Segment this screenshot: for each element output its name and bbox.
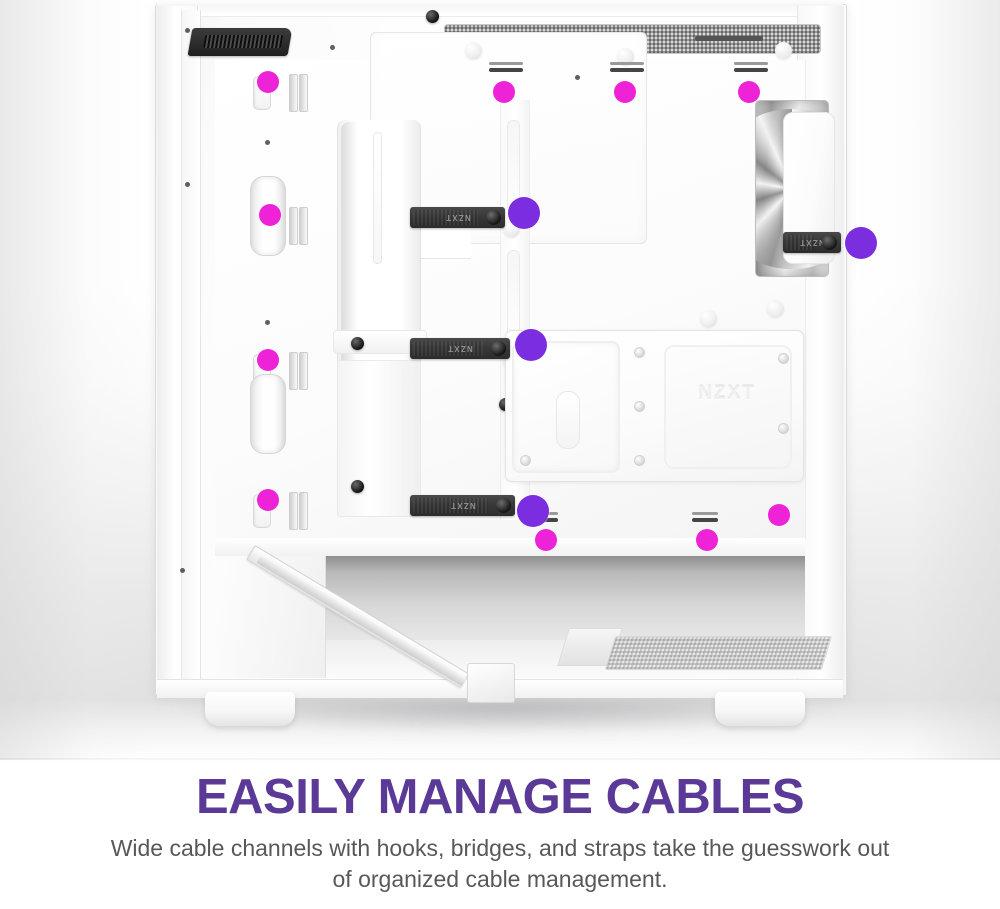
callout-dot-channel	[738, 81, 760, 103]
cable-hook-tab	[299, 352, 308, 390]
bracket-screw	[634, 401, 645, 412]
page-subtitle: Wide cable channels with hooks, bridges,…	[100, 833, 900, 894]
strap-brand-label: NZXT	[447, 344, 473, 353]
front-io-bracket	[187, 28, 293, 56]
strap-anchor-button	[496, 498, 511, 513]
strap-brand-label: NZXT	[799, 238, 825, 247]
callout-dot-hook	[259, 204, 281, 226]
cable-hook-tab	[289, 74, 298, 112]
cable-pass-through-slot	[250, 374, 286, 454]
subtitle-line-2: guesswork out of organized cable managem…	[332, 835, 890, 892]
vent-slot	[695, 36, 763, 41]
caption-block: EASILY MANAGE CABLES Wide cable channels…	[0, 760, 1000, 909]
tray-rivet	[575, 75, 580, 80]
bracket-screw	[634, 455, 645, 466]
bracket-foot	[467, 663, 515, 703]
callout-dot-strap	[515, 329, 547, 361]
tray-rivet	[185, 182, 190, 187]
tray-rivet	[265, 320, 270, 325]
case-foot	[715, 692, 805, 726]
subtitle-line-1: Wide cable channels with hooks, bridges,…	[110, 835, 735, 862]
tray-standoff	[465, 42, 482, 59]
caption-divider	[0, 758, 1000, 761]
pc-case-interior-photo: NZXT NZXT	[155, 0, 847, 726]
cable-routing-cutout	[734, 62, 768, 76]
bracket-bar-shadow	[256, 555, 467, 687]
bracket-logo-plate	[664, 345, 792, 469]
callout-dot-strap	[517, 495, 549, 527]
cable-hook-tab	[299, 74, 308, 112]
callout-dot-hook	[768, 504, 790, 526]
page-title: EASILY MANAGE CABLES	[195, 770, 805, 824]
callout-dot-hook	[257, 349, 279, 371]
strap-anchor-button	[486, 210, 501, 225]
bracket-screw	[778, 423, 789, 434]
case-front-inner-rail	[181, 10, 201, 686]
background-gradient-floor	[0, 700, 1000, 760]
cable-channel-lower-column	[337, 360, 421, 517]
strap-anchor-button	[491, 341, 506, 356]
bracket-window	[512, 341, 620, 473]
strap-brand-label: NZXT	[449, 501, 476, 510]
bracket-screw	[520, 455, 531, 466]
tray-strip-slot	[507, 250, 520, 340]
callout-dot-channel	[696, 529, 718, 551]
background-vignette-right	[850, 0, 1000, 760]
strap-brand-label: NZXT	[444, 213, 471, 222]
thumb-screw	[351, 480, 364, 493]
callout-dot-channel	[493, 81, 515, 103]
velcro-cable-strap: NZXT	[410, 495, 515, 516]
cable-hook-tab	[299, 207, 308, 245]
psu-dust-filter-mesh	[604, 636, 833, 670]
thumb-screw	[351, 337, 364, 350]
cable-routing-cutout	[610, 62, 644, 76]
callout-dot-hook	[257, 71, 279, 93]
velcro-cable-strap: NZXT	[410, 207, 505, 228]
tray-standoff	[767, 300, 784, 317]
cable-hook-tab	[289, 352, 298, 390]
case-top-frame	[157, 4, 843, 17]
strap-anchor-button	[822, 235, 837, 250]
cable-routing-cutout	[489, 62, 523, 76]
cable-hook-tab	[289, 492, 298, 530]
tray-standoff	[775, 42, 792, 59]
nzxt-embossed-logo: NZXT	[698, 383, 756, 404]
tray-rivet	[330, 45, 335, 50]
background-vignette-left	[0, 0, 150, 760]
cable-channel-slit	[373, 132, 382, 264]
callout-dot-channel	[535, 529, 557, 551]
callout-dot-hook	[257, 489, 279, 511]
velcro-cable-strap: NZXT	[410, 338, 510, 359]
bracket-screw	[634, 347, 645, 358]
cable-routing-cutout	[692, 512, 718, 526]
tray-rivet	[265, 140, 270, 145]
cable-hook-tab	[289, 207, 298, 245]
thumb-screw	[426, 10, 439, 23]
tray-standoff	[617, 48, 634, 65]
callout-dot-strap	[845, 227, 877, 259]
diagonal-support-bracket	[246, 545, 515, 703]
velcro-cable-strap: NZXT	[783, 232, 841, 253]
tray-rivet	[180, 568, 185, 573]
ssd-mount-bracket: NZXT	[505, 330, 804, 482]
cable-channel-lip	[341, 122, 357, 362]
callout-dot-strap	[508, 197, 540, 229]
case-foot	[205, 692, 295, 726]
callout-dot-channel	[614, 81, 636, 103]
cable-hook-tab	[299, 492, 308, 530]
tray-standoff	[700, 310, 717, 327]
bracket-keyhole	[556, 391, 580, 449]
bracket-screw	[778, 353, 789, 364]
tray-rivet	[185, 28, 190, 33]
